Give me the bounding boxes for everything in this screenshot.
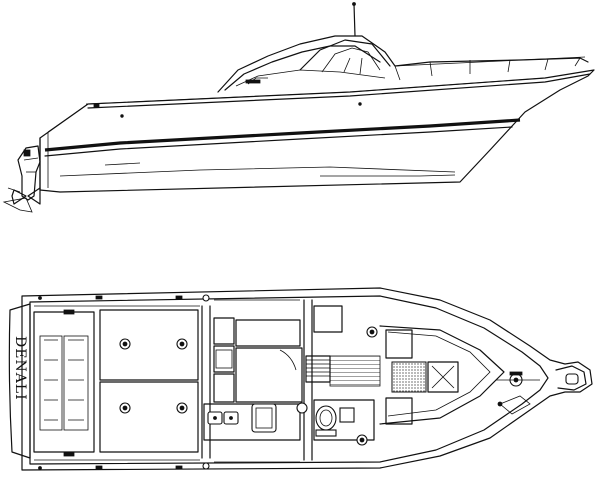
speaker-icon <box>356 326 378 446</box>
bow-pulpit <box>555 365 587 391</box>
deck-outline <box>21 287 593 471</box>
v-berth <box>379 325 505 425</box>
head-compartment <box>313 399 375 441</box>
anchor-locker <box>499 395 531 415</box>
sheer-line <box>87 73 591 109</box>
galley-bulkhead <box>201 305 211 459</box>
top-plan-view: DENALI <box>8 287 593 471</box>
chine-line <box>59 166 456 177</box>
helm-console <box>235 347 303 403</box>
bow-rail <box>394 57 581 81</box>
cabin-bulkhead <box>303 299 313 461</box>
hatch-latch-icon <box>119 338 188 414</box>
cabin-sole <box>329 355 381 387</box>
windlass-icon <box>496 371 540 387</box>
forward-hatch <box>391 361 427 393</box>
storage-bin <box>213 317 235 345</box>
windshield <box>299 39 391 71</box>
side-profile-view <box>2 2 595 213</box>
porthole-mark <box>93 103 100 108</box>
deck-hatch-aft <box>99 381 199 453</box>
outboard-motor <box>17 145 41 201</box>
galley-unit <box>203 403 301 441</box>
transom <box>8 303 31 459</box>
antenna <box>353 3 356 37</box>
cabin-top <box>217 35 589 93</box>
deck-hatch-forward <box>99 309 199 381</box>
galley-counter <box>235 319 301 347</box>
sink-icon <box>207 411 239 425</box>
cleat-icon <box>38 294 210 470</box>
helm-seat <box>251 403 277 433</box>
toilet-icon <box>315 405 337 437</box>
transom-name: DENALI <box>12 336 28 401</box>
propeller-icon <box>2 187 41 213</box>
rub-rail <box>44 118 521 152</box>
